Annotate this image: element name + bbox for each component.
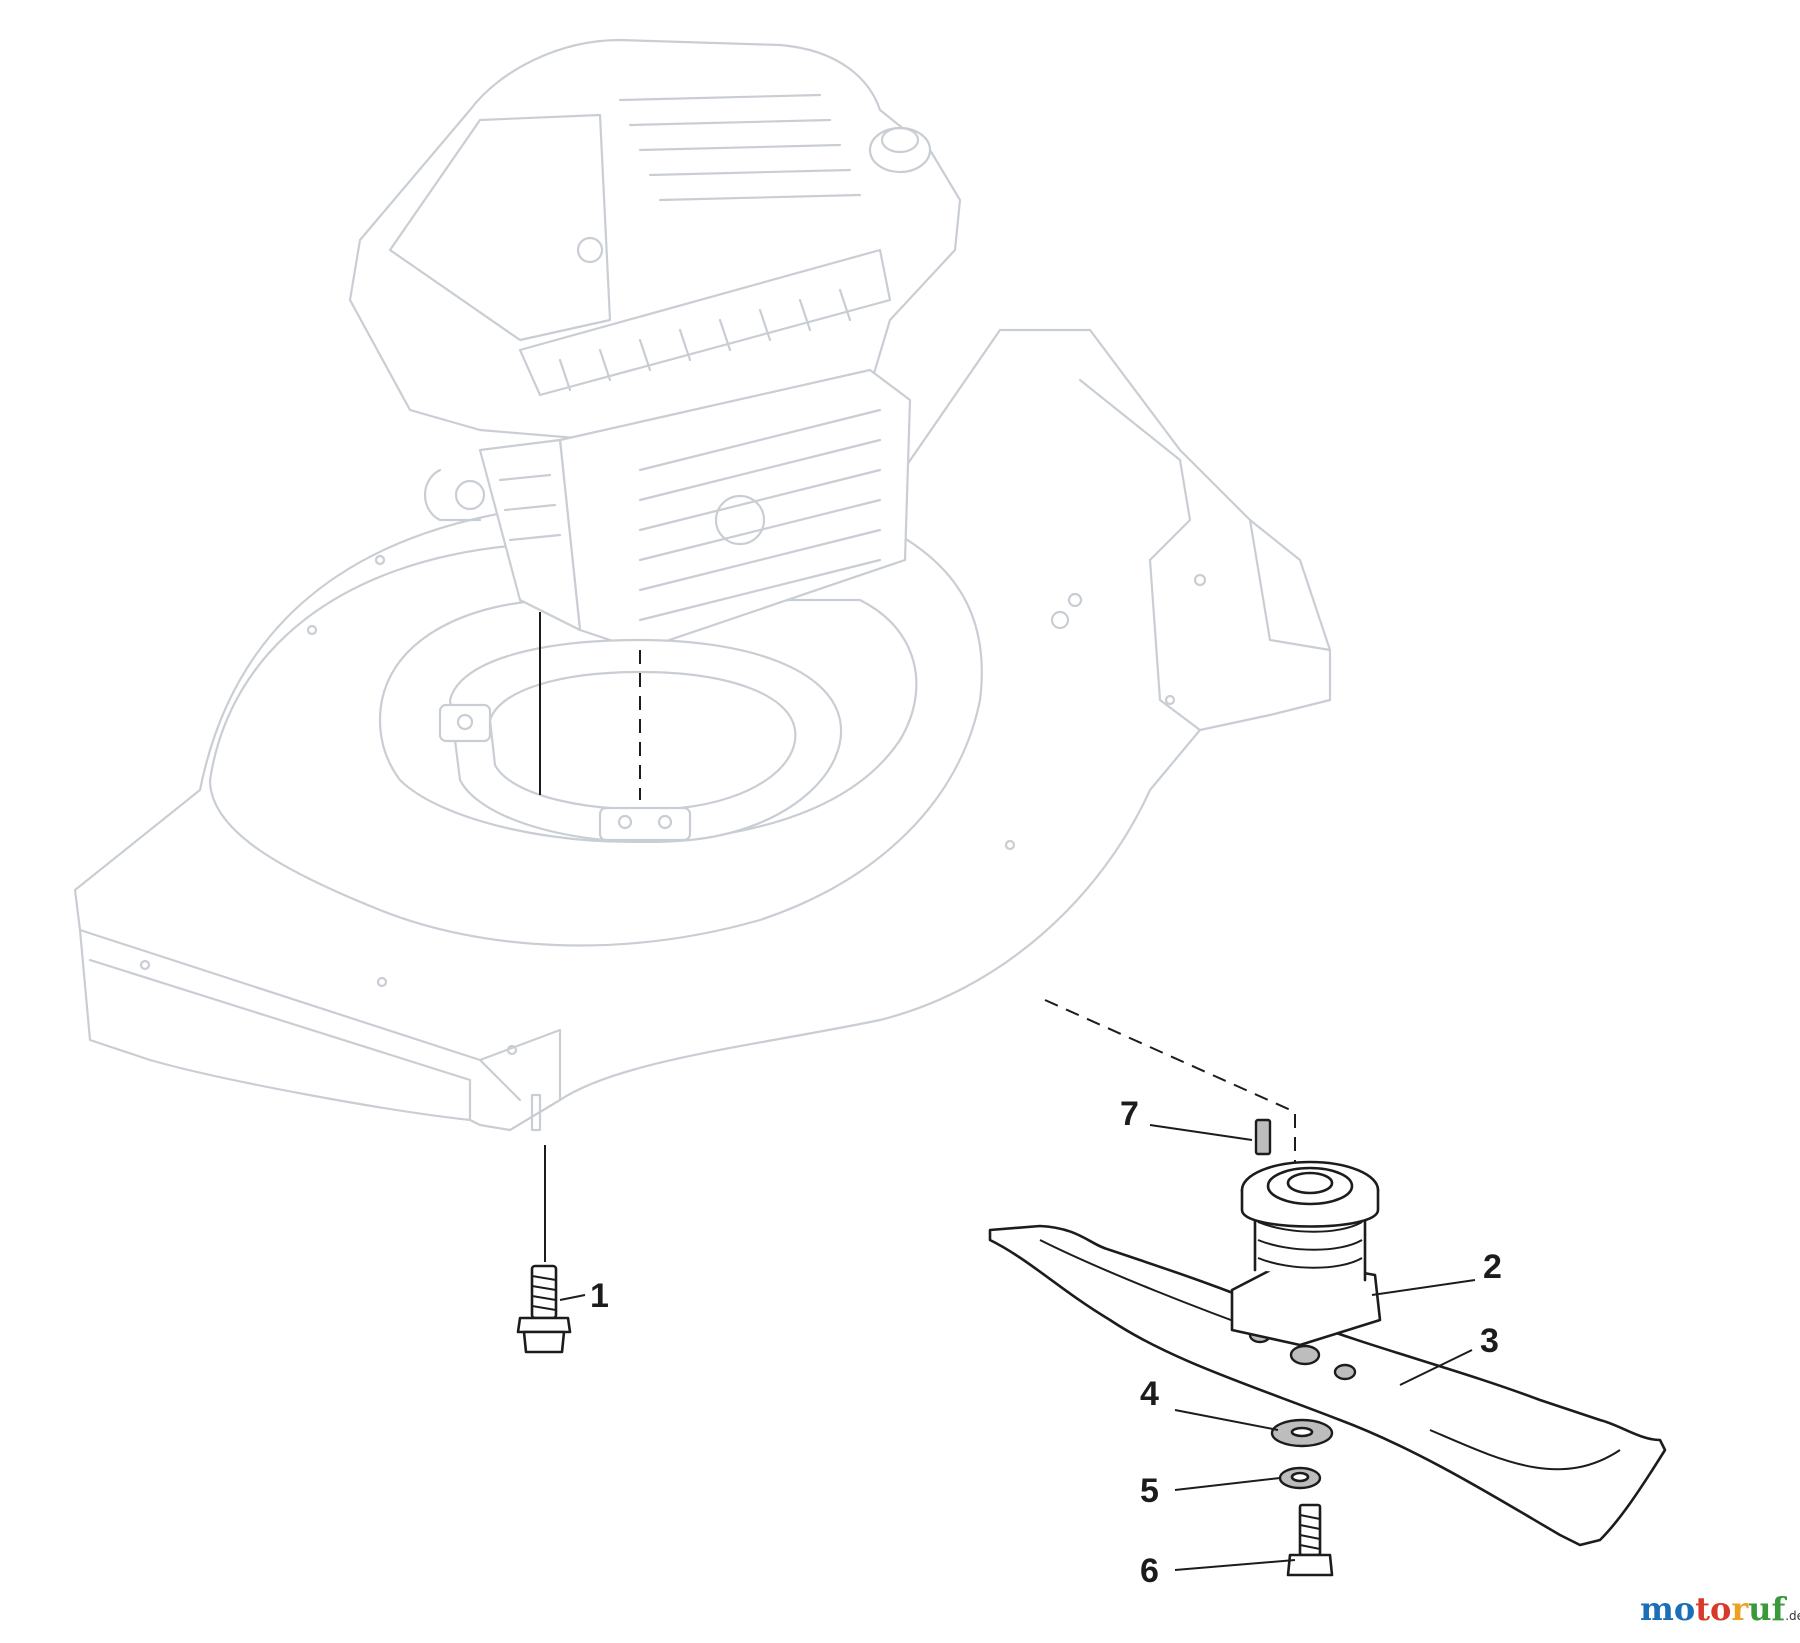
washer-part-4 [1270, 1418, 1334, 1448]
motoruf-logo: motoruf.de [1640, 1590, 1800, 1628]
leader-3 [1399, 1349, 1473, 1386]
leader-4 [1174, 1409, 1279, 1431]
key-part-7 [1254, 1118, 1272, 1156]
leader-1 [559, 1294, 586, 1301]
leader-6 [1174, 1559, 1296, 1571]
callout-4: 4 [1140, 1375, 1159, 1413]
blade-part-3 [988, 1224, 1667, 1547]
callout-6: 6 [1140, 1552, 1159, 1590]
callout-1: 1 [590, 1277, 609, 1315]
lock-washer-part-5 [1278, 1466, 1322, 1490]
engine [348, 38, 962, 652]
leader-5 [1174, 1477, 1281, 1491]
callout-7: 7 [1120, 1095, 1139, 1133]
watermark-brand: motoruf [1640, 1590, 1786, 1628]
bolt-part-1 [516, 1145, 572, 1354]
leader-7 [1149, 1124, 1253, 1141]
watermark-tld: .de [1785, 1609, 1800, 1623]
hub-part-2 [1230, 1160, 1382, 1347]
callout-2: 2 [1483, 1248, 1502, 1286]
blade-bolt-part-6 [1286, 1503, 1334, 1577]
motor-flange [438, 638, 843, 844]
callout-5: 5 [1140, 1472, 1159, 1510]
callout-3: 3 [1480, 1322, 1499, 1360]
leader-2 [1371, 1279, 1476, 1296]
